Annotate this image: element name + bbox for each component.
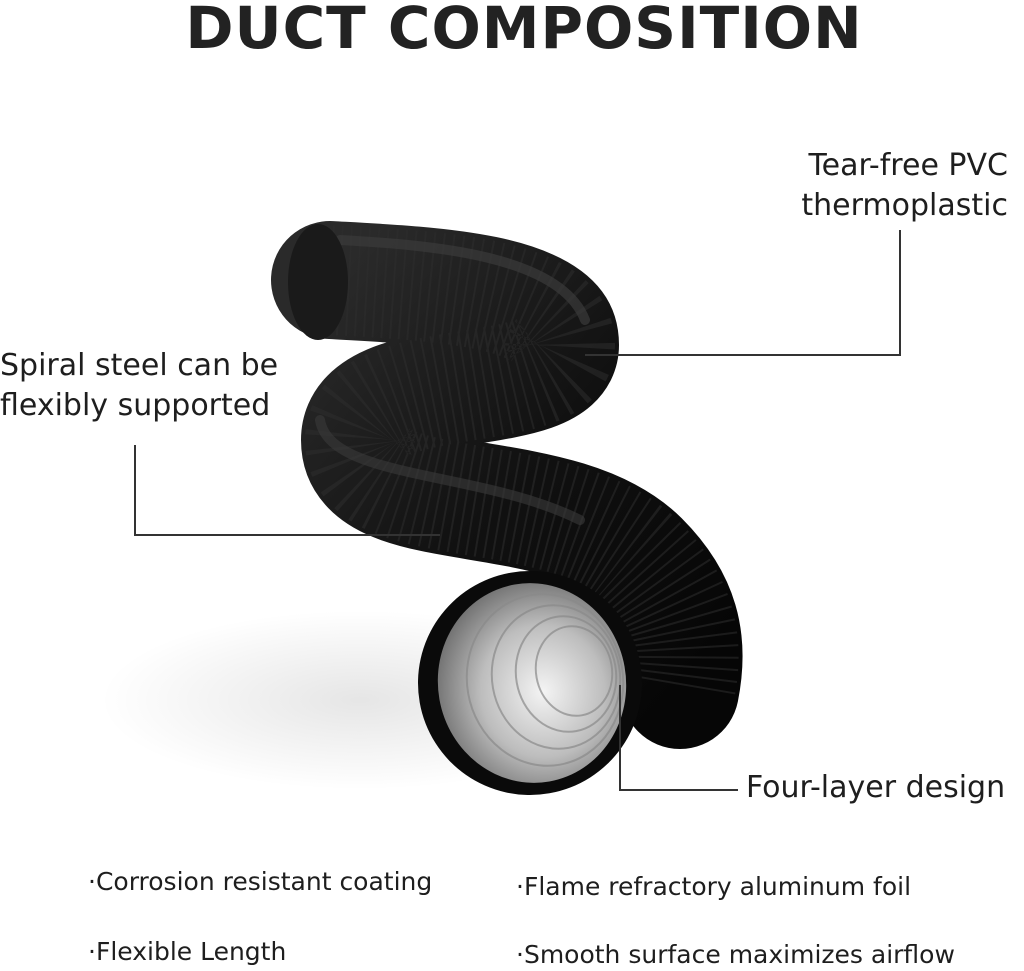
callout-steel: Spiral steel can be flexibly supported	[0, 346, 278, 426]
callout-pvc-line2: thermoplastic	[801, 188, 1008, 223]
duct-back-end	[288, 224, 348, 340]
callout-pvc-line1: Tear-free PVC	[808, 148, 1008, 183]
callout-pvc: Tear-free PVC thermoplastic	[801, 146, 1008, 226]
leader-line-layers	[619, 685, 738, 791]
feature-corrosion: ·Corrosion resistant coating	[88, 867, 433, 896]
leader-line-pvc	[585, 230, 901, 356]
callout-steel-line1: Spiral steel can be	[0, 348, 279, 383]
callout-steel-line2: flexibly supported	[0, 388, 271, 423]
duct-highlight-2	[315, 415, 585, 525]
leader-line-steel	[134, 445, 440, 536]
page-title: DUCT COMPOSITION	[185, 0, 863, 62]
callout-layers: Four-layer design	[746, 768, 1005, 808]
feature-foil: ·Flame refractory aluminum foil	[516, 872, 912, 901]
duct-ribs	[304, 225, 739, 701]
feature-airflow: ·Smooth surface maximizes airflow	[516, 940, 955, 969]
feature-length: ·Flexible Length	[88, 937, 287, 966]
duct-highlight	[335, 235, 590, 325]
foil-rings	[465, 593, 625, 767]
callout-layers-text: Four-layer design	[746, 770, 1006, 805]
